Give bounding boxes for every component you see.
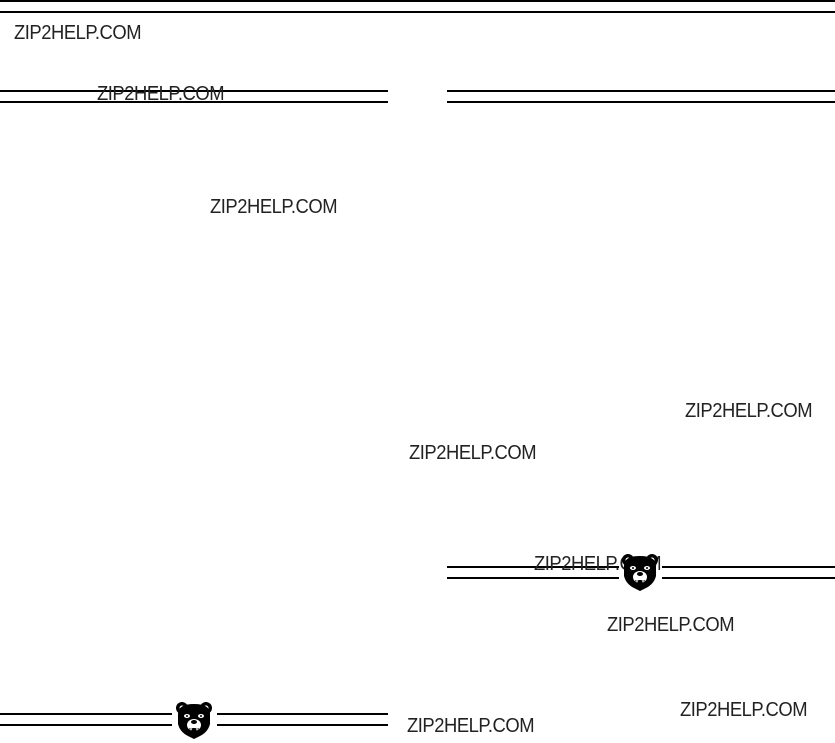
watermark: ZIP2HELP.COM (97, 83, 225, 105)
watermark: ZIP2HELP.COM (210, 196, 338, 218)
left-header-rule-upper (0, 90, 388, 92)
left-bottom-rule-upper-left (0, 713, 172, 715)
watermark: ZIP2HELP.COM (685, 400, 813, 422)
bear-head-icon (174, 700, 214, 740)
left-bottom-rule-lower-right (217, 724, 388, 726)
top-rule-upper (0, 0, 835, 2)
watermark: ZIP2HELP.COM (680, 699, 808, 721)
watermark: ZIP2HELP.COM (607, 614, 735, 636)
watermark: ZIP2HELP.COM (409, 442, 537, 464)
left-bottom-rule-lower-left (0, 724, 172, 726)
right-mid-rule-lower-right (662, 577, 835, 579)
watermark: ZIP2HELP.COM (14, 22, 142, 44)
right-mid-rule-lower-left (447, 577, 619, 579)
right-header-rule-upper (447, 90, 835, 92)
right-mid-rule-upper-right (662, 566, 835, 568)
left-bottom-rule-upper-right (217, 713, 388, 715)
left-header-rule-lower (0, 101, 388, 103)
watermark: ZIP2HELP.COM (407, 715, 535, 737)
top-rule-lower (0, 11, 835, 13)
right-header-rule-lower (447, 101, 835, 103)
bear-head-icon (620, 552, 660, 592)
right-mid-rule-upper-left (447, 566, 619, 568)
